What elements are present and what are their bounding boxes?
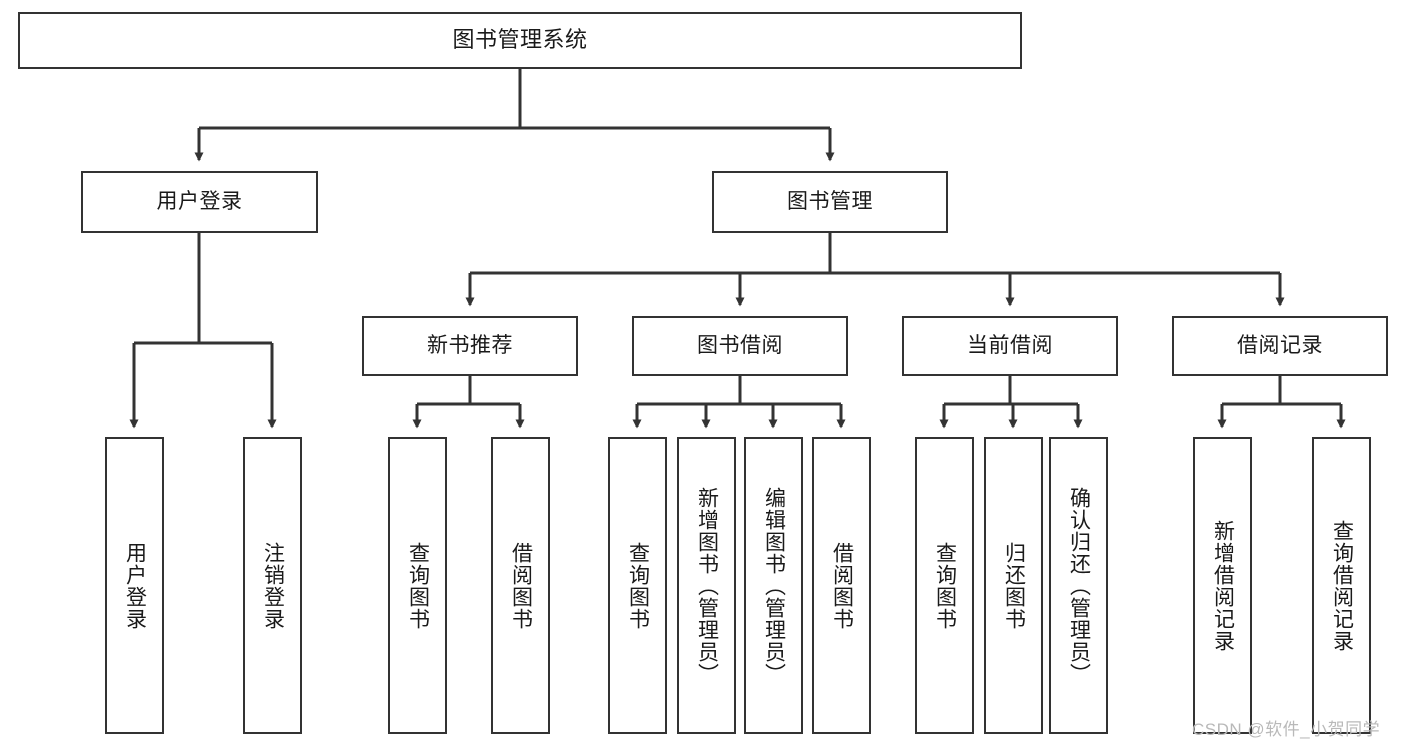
node-current-borrow[interactable]: 当前借阅 xyxy=(902,316,1118,376)
node-leaf-borrow-book[interactable]: 借阅图书 xyxy=(812,437,871,734)
node-label: 新增图书（管理员） xyxy=(695,486,719,685)
node-label: 用户登录 xyxy=(123,541,147,630)
node-book-management[interactable]: 图书管理 xyxy=(712,171,948,233)
node-leaf-confirm-return[interactable]: 确认归还（管理员） xyxy=(1049,437,1108,734)
node-label: 查询图书 xyxy=(626,541,650,630)
node-label: 查询借阅记录 xyxy=(1330,519,1354,652)
node-root-system[interactable]: 图书管理系统 xyxy=(18,12,1022,69)
node-label: 图书管理 xyxy=(787,190,873,214)
node-label: 归还图书 xyxy=(1002,541,1026,630)
node-leaf-query-book-borrow[interactable]: 查询图书 xyxy=(608,437,667,734)
node-leaf-logout-login[interactable]: 注销登录 xyxy=(243,437,302,734)
node-label: 借阅图书 xyxy=(830,541,854,630)
node-label: 编辑图书（管理员） xyxy=(762,486,786,685)
node-leaf-add-book[interactable]: 新增图书（管理员） xyxy=(677,437,736,734)
node-borrow-record[interactable]: 借阅记录 xyxy=(1172,316,1388,376)
node-leaf-edit-book[interactable]: 编辑图书（管理员） xyxy=(744,437,803,734)
node-leaf-query-book-current[interactable]: 查询图书 xyxy=(915,437,974,734)
node-label: 图书借阅 xyxy=(697,334,783,358)
node-book-borrow[interactable]: 图书借阅 xyxy=(632,316,848,376)
node-label: 确认归还（管理员） xyxy=(1067,486,1091,685)
node-label: 查询图书 xyxy=(933,541,957,630)
node-label: 图书管理系统 xyxy=(452,27,588,53)
node-leaf-query-borrow-record[interactable]: 查询借阅记录 xyxy=(1312,437,1371,734)
node-label: 查询图书 xyxy=(406,541,430,630)
node-user-login[interactable]: 用户登录 xyxy=(81,171,318,233)
node-leaf-add-borrow-record[interactable]: 新增借阅记录 xyxy=(1193,437,1252,734)
node-new-book-recommend[interactable]: 新书推荐 xyxy=(362,316,578,376)
node-label: 借阅图书 xyxy=(509,541,533,630)
watermark-text: CSDN @软件_小贺同学 xyxy=(1192,720,1381,739)
node-leaf-return-book[interactable]: 归还图书 xyxy=(984,437,1043,734)
node-label: 新增借阅记录 xyxy=(1211,519,1235,652)
node-leaf-borrow-book-recommend[interactable]: 借阅图书 xyxy=(491,437,550,734)
node-label: 用户登录 xyxy=(156,190,243,214)
node-label: 借阅记录 xyxy=(1237,334,1323,358)
node-leaf-query-book-recommend[interactable]: 查询图书 xyxy=(388,437,447,734)
node-label: 注销登录 xyxy=(261,541,285,630)
node-label: 当前借阅 xyxy=(967,334,1053,358)
node-leaf-user-login[interactable]: 用户登录 xyxy=(105,437,164,734)
node-label: 新书推荐 xyxy=(427,334,513,358)
